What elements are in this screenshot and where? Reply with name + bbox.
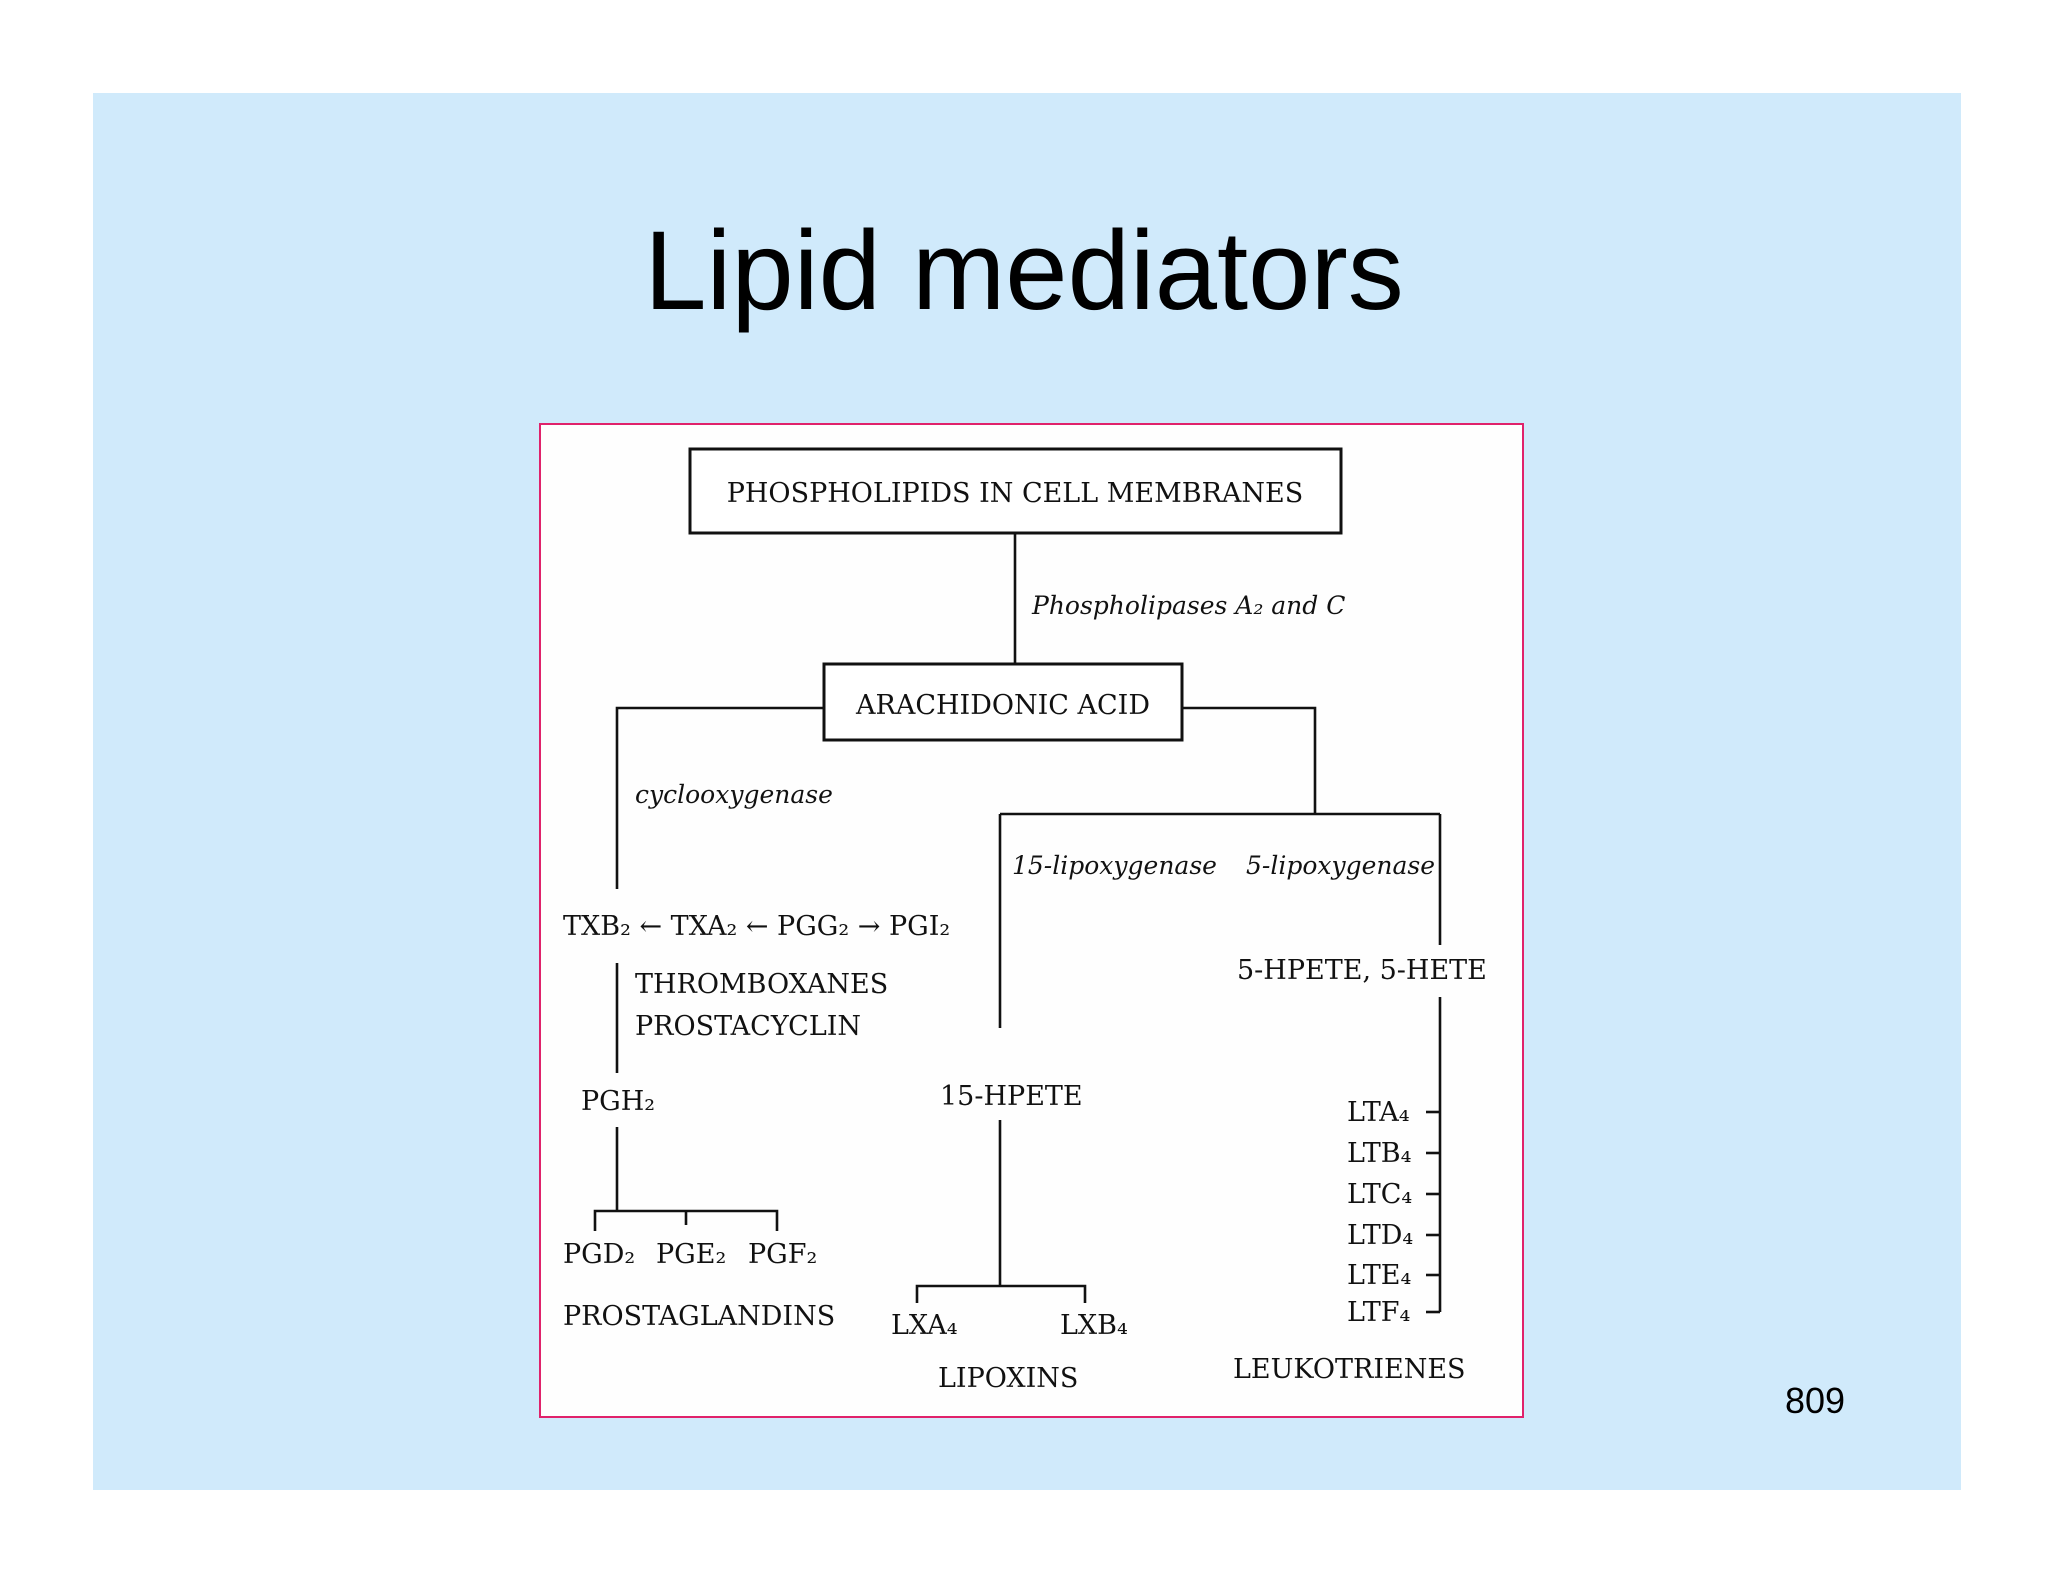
pgf2-label: PGF₂ <box>748 1239 817 1270</box>
page-number: 809 <box>1785 1380 1846 1421</box>
arachidonic-acid-label: ARACHIDONIC ACID <box>855 690 1150 721</box>
lxb4-label: LXB₄ <box>1060 1310 1128 1341</box>
ltc4-label: LTC₄ <box>1347 1179 1412 1210</box>
5-hpete-label: 5-HPETE, 5-HETE <box>1237 955 1487 986</box>
prostaglandins-label: PROSTAGLANDINS <box>563 1301 835 1332</box>
ltb4-label: LTB₄ <box>1347 1138 1411 1169</box>
slide-title: Lipid mediators <box>644 208 1404 333</box>
phospholipids-box <box>688 447 1343 535</box>
connector-lox-branch <box>1182 706 1317 814</box>
phospholipids-label: PHOSPHOLIPIDS IN CELL MEMBRANES <box>727 478 1304 509</box>
lipoxins-label: LIPOXINS <box>938 1363 1078 1394</box>
lxa4-label: LXA₄ <box>891 1310 958 1341</box>
pathway-diagram: PHOSPHOLIPIDS IN CELL MEMBRANES Phosphol… <box>563 447 1487 1394</box>
lipoxin-split-line <box>915 1284 1087 1303</box>
phospholipases-label: Phospholipases A₂ and C <box>1031 591 1345 620</box>
leukotrienes-label: LEUKOTRIENES <box>1233 1354 1466 1385</box>
pge2-label: PGE₂ <box>656 1239 726 1270</box>
thromboxanes-label: THROMBOXANES <box>635 969 888 1000</box>
pgd2-label: PGD₂ <box>563 1239 635 1270</box>
cyclooxygenase-label: cyclooxygenase <box>635 780 833 809</box>
15-lipoxygenase-label: 15-lipoxygenase <box>1012 851 1217 880</box>
5-lipoxygenase-label: 5-lipoxygenase <box>1246 851 1435 880</box>
arachidonic-acid-box <box>822 662 1184 742</box>
prostacyclin-label: PROSTACYCLIN <box>635 1011 861 1042</box>
pathway-figure: PHOSPHOLIPIDS IN CELL MEMBRANES Phosphol… <box>539 423 1524 1418</box>
pgh2-label: PGH₂ <box>581 1086 655 1117</box>
cox-chain-label: TXB₂ ← TXA₂ ← PGG₂ → PGI₂ <box>563 911 950 942</box>
ltf4-label: LTF₄ <box>1347 1297 1410 1328</box>
lta4-label: LTA₄ <box>1347 1097 1410 1128</box>
15-hpete-label: 15-HPETE <box>940 1081 1083 1112</box>
connector-cox-branch <box>615 706 824 889</box>
lte4-label: LTE₄ <box>1347 1260 1411 1291</box>
ltd4-label: LTD₄ <box>1347 1220 1413 1251</box>
